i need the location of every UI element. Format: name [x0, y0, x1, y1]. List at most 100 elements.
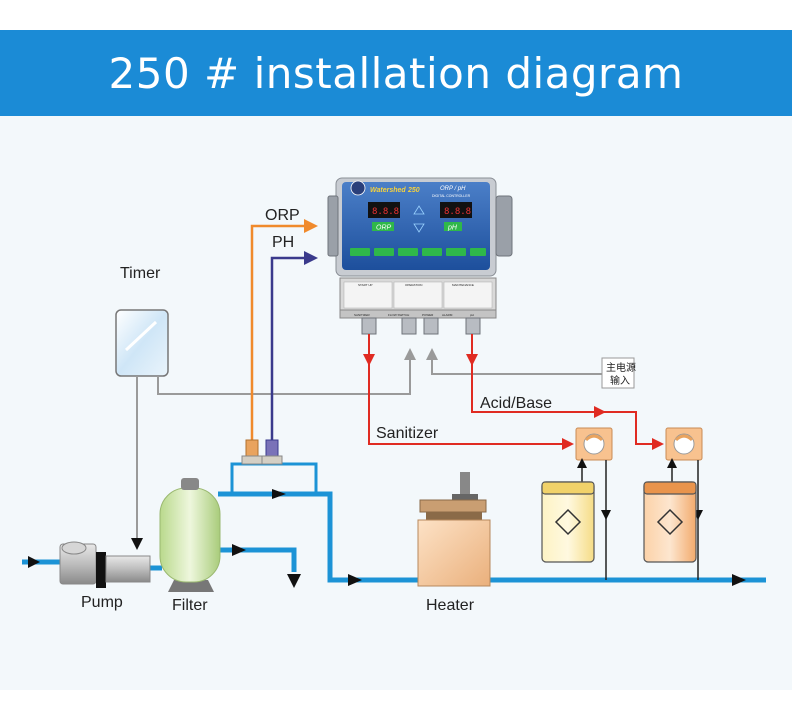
orp-label-badge [372, 222, 394, 231]
ph-cable-arrow [304, 251, 318, 265]
timer-glare [124, 320, 158, 352]
power-input-arrow [426, 348, 438, 360]
pump-housing [105, 555, 151, 583]
panel-header-startup: START UP [358, 283, 373, 287]
acid-base-mid-arrow [594, 406, 606, 418]
sanitizer-tank-lid [541, 481, 595, 495]
controller-buttons [350, 248, 486, 256]
sanitizer-suction-arrow [577, 458, 587, 468]
terminal-label-flow-switch: FLOW SWITCH [388, 313, 409, 317]
flow-arrow-return [732, 574, 746, 586]
ph-down-arrow [466, 354, 478, 366]
heater-body [417, 519, 491, 587]
sanitizer-feeder [541, 427, 613, 580]
acid-base-tank-lid [643, 481, 697, 495]
flow-arrow-drain [287, 574, 301, 588]
main-power-text-1: 主电源 [606, 361, 636, 374]
orp-ph-controller: Watershed 250 ORP / pH DIGITAL CONTROLLE… [327, 177, 513, 335]
ph-badge-text: pH [447, 225, 458, 232]
pipe-sensor-bypass [230, 462, 318, 494]
up-arrow-icon [413, 205, 425, 215]
ph-probe-tee [261, 455, 283, 465]
flow-arrow-filter-outlet [232, 544, 246, 556]
top-margin [0, 0, 792, 30]
flow-arrows [28, 489, 746, 588]
heater-top [419, 499, 487, 513]
pump-lid [61, 541, 87, 555]
timer-input-arrow [404, 348, 416, 360]
terminal-label-alarm: ALARM [442, 313, 453, 317]
orp-label: ORP [265, 207, 300, 224]
ph-probe [265, 439, 279, 457]
panel-header-operation: OPERATION [405, 283, 422, 287]
flow-arrow-inlet [28, 556, 40, 568]
pump-flange [96, 552, 106, 588]
gland-sanitizer [361, 317, 377, 335]
controller-left-bracket [327, 195, 339, 257]
info-panel-operation [393, 281, 443, 309]
controller-logo [350, 180, 366, 196]
sanitizer-dial-arc [584, 434, 604, 442]
down-arrow-icon [413, 223, 425, 233]
acid-base-feeder [643, 427, 703, 580]
ph-display [440, 202, 472, 218]
terminal-label-strip [339, 309, 497, 319]
orp-cable-arrow [304, 219, 318, 233]
controller-key-1[interactable] [350, 248, 370, 256]
pipe-filter-outlet [218, 547, 297, 572]
controller-subtitle: DIGITAL CONTROLLER [432, 194, 471, 198]
heater: Heater [417, 472, 491, 614]
sanitizer-injection-arrow [601, 510, 611, 520]
bottom-margin [0, 690, 792, 711]
heater-flue [460, 472, 470, 494]
filter-tank [159, 487, 221, 583]
acid-base-dial-arc [674, 434, 694, 442]
controller-key-6[interactable] [470, 248, 486, 256]
timer-unit: Timer [115, 265, 169, 377]
acid-base-tank-diamond-icon [656, 508, 684, 536]
controller-key-3[interactable] [398, 248, 418, 256]
controller-key-4[interactable] [422, 248, 442, 256]
filter-base [168, 580, 214, 592]
flow-arrow-filter-top [272, 489, 286, 499]
main-power-input: 主电源 输入 [601, 357, 636, 389]
main-power-box [601, 357, 635, 389]
heater-vent [426, 512, 482, 520]
timer-pump-arrow [131, 538, 143, 550]
sanitizer-label: Sanitizer [376, 425, 439, 442]
ph-display-digits: 8.8.8 [444, 207, 471, 217]
gland-ph [465, 317, 481, 335]
controller-key-5[interactable] [446, 248, 466, 256]
orp-probe-tee [241, 455, 263, 465]
heater-flue-cap [452, 494, 478, 500]
gland-flow-switch [401, 317, 417, 335]
control-arrows [363, 354, 664, 450]
acid-base-control-line [471, 334, 658, 445]
timer-wiring [136, 360, 602, 538]
acid-base-pump-arrow [652, 438, 664, 450]
heater-label: Heater [426, 597, 475, 614]
timer-box [115, 309, 169, 377]
sanitizer-tank-diamond-icon [554, 508, 582, 536]
controller-key-2[interactable] [374, 248, 394, 256]
orp-cable [250, 224, 306, 452]
orp-display-digits: 8.8.8 [372, 207, 399, 217]
orp-sensor-cable: ORP [241, 207, 318, 465]
timer-to-controller-line [157, 360, 411, 395]
timer-label: Timer [120, 265, 161, 282]
sanitizer-control-line [368, 334, 568, 445]
ph-sensor-cable: PH [261, 234, 318, 465]
cable-glands [361, 317, 481, 335]
info-panel-startup [343, 281, 393, 309]
sanitizer-pump-arrow [562, 438, 574, 450]
orp-badge-text: ORP [376, 225, 392, 232]
controller-side-bracket [495, 195, 513, 257]
controller-product: ORP / pH [440, 186, 466, 192]
flow-arrow-main [348, 574, 362, 586]
pump-label: Pump [81, 594, 123, 611]
filter-label: Filter [172, 597, 208, 614]
panel-header-maintenance: MAINTENANCE [452, 283, 474, 287]
gland-power [423, 317, 439, 335]
title-banner: 250 # installation diagram [0, 30, 792, 116]
